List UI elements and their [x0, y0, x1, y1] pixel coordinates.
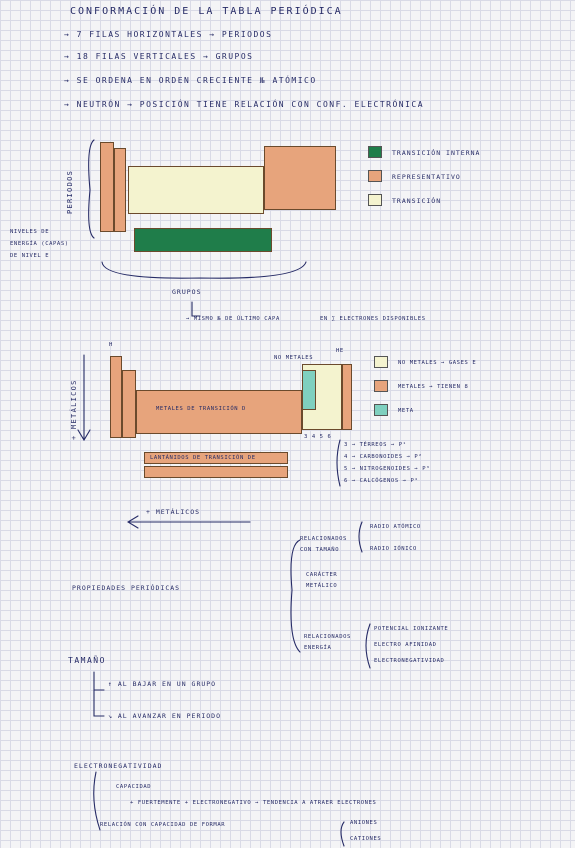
tamano-brace	[358, 521, 363, 553]
legend2-nometales: No metales → Gases E	[398, 360, 477, 366]
page-title: Conformación de la tabla periódica	[70, 6, 343, 17]
block-actinides	[144, 466, 288, 478]
block-lanthanides	[144, 452, 288, 464]
block-s-col1	[100, 142, 114, 232]
header-line-3: → se ordena en orden creciente № atómico	[64, 76, 317, 85]
legend-transicion-interna: Transición interna	[392, 149, 481, 157]
metalicos-left-arrow	[126, 515, 251, 529]
transition-block-label: Metales de transición D	[156, 406, 246, 412]
lanthanides-label: Lantánidos de transición de	[150, 455, 256, 461]
block-alkaline	[122, 370, 136, 438]
legend2-metales: Metales → Tienen 8	[398, 384, 469, 390]
tamano-group-label: Relacionados con tamaño	[300, 536, 347, 553]
potencial-ionizante: Potencial ionizante	[374, 626, 449, 632]
mismo-numero-note: → mismo № de último capa	[186, 316, 280, 322]
radio-atomico: Radio atómico	[370, 524, 421, 530]
column-numbers: 3 4 5 6	[304, 434, 332, 440]
electro-line-2: + fuertemente + electronegativo → tenden…	[130, 800, 377, 806]
propiedades-title: Propiedades periódicas	[72, 584, 181, 592]
electro-line-3: Relación con capacidad de formar	[100, 822, 226, 828]
electro-cationes: cationes	[350, 836, 382, 842]
energia-brace	[365, 623, 371, 669]
tamano-title: Tamaño	[68, 656, 106, 665]
legend2-swatch-metales	[374, 380, 388, 392]
block-transition	[128, 166, 264, 214]
metalicos-down-arrow	[77, 354, 91, 442]
family-nitrogenoides: 5 → Nitrogenoides → P³	[344, 466, 431, 472]
electro-afinidad: Electro afinidad	[374, 642, 437, 648]
family-carbonoides: 4 → Carbonoides → P²	[344, 454, 423, 460]
props-brace	[290, 539, 301, 653]
tamano-line-1: ↑ al bajar en un grupo	[108, 680, 217, 688]
periodos-brace	[88, 139, 95, 239]
electronegatividad-item: Electronegatividad	[374, 658, 445, 664]
block-p	[264, 146, 336, 210]
electronegatividad-title: Electronegatividad	[74, 762, 163, 770]
legend2-swatch-meta	[374, 404, 388, 416]
grupos-brace	[101, 261, 307, 279]
energia-group-label: Relacionados energía	[304, 634, 351, 651]
block-metalloids	[302, 370, 316, 410]
legend2-meta: Meta	[398, 408, 414, 414]
legend-representativo: Representativo	[392, 173, 461, 181]
families-brace	[336, 439, 341, 487]
nonmetal-top-label: No metales	[274, 355, 314, 361]
block-transition-d	[136, 390, 302, 434]
legend-swatch-transicion-interna	[368, 146, 382, 158]
caracter-metalico: Carácter metálico	[306, 572, 338, 589]
radio-ionico: Radio iónico	[370, 546, 417, 552]
tamano-arrows	[93, 671, 105, 717]
family-terreos: 3 → Térreos → P¹	[344, 442, 407, 448]
block-alkali	[110, 356, 122, 438]
electro-brace	[93, 771, 101, 831]
grupos-label: Grupos	[172, 288, 202, 296]
family-calcogenos: 6 → Calcógenos → P⁴	[344, 478, 419, 484]
header-line-1: → 7 filas horizontales → periodos	[64, 30, 273, 39]
legend-swatch-representativo	[368, 170, 382, 182]
legend-swatch-transicion	[368, 194, 382, 206]
electro-line-1: capacidad	[116, 784, 152, 790]
tamano-line-2: ↘ al avanzar en periodo	[108, 712, 222, 720]
niveles-label: Niveles de energía (capas) de nivel E	[10, 229, 69, 259]
aniones-brace	[340, 821, 345, 847]
legend2-swatch-nometales	[374, 356, 388, 368]
header-line-4: → neutrón → posición tiene relación con …	[64, 100, 425, 109]
electro-aniones: aniones	[350, 820, 378, 826]
block-f	[134, 228, 272, 252]
electrones-note: en ∑ electrones disponibles	[320, 316, 426, 322]
h-label: H	[109, 342, 113, 348]
header-line-2: → 18 filas verticales → grupos	[64, 52, 254, 61]
block-noble	[342, 364, 352, 430]
he-label: He	[336, 348, 344, 354]
note-arrow	[191, 301, 201, 317]
block-s-col2	[114, 148, 126, 232]
legend-transicion: Transición	[392, 197, 442, 205]
metalicos-arrow-label: + metálicos	[146, 508, 201, 516]
